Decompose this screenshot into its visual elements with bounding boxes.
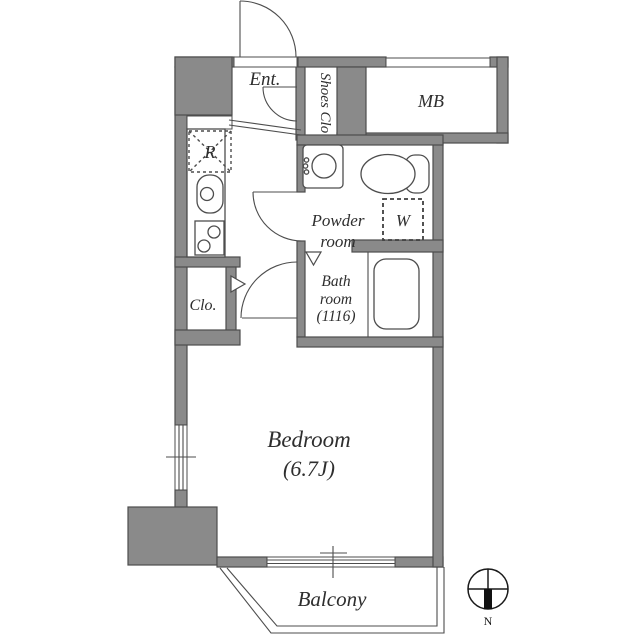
mb-top-opening	[385, 57, 491, 68]
wall-top-mid	[297, 56, 387, 68]
wall-powder-top	[296, 134, 444, 146]
label-bath-room-3: (1116)	[316, 308, 355, 325]
wall-right	[432, 142, 444, 568]
wall-closet-bottom	[174, 329, 241, 346]
wall-left-lower	[174, 489, 188, 509]
kitchen-counter-top	[186, 115, 233, 130]
bedroom-door	[240, 261, 298, 319]
window-left	[166, 424, 196, 491]
doors	[228, 0, 323, 319]
label-bath-room-1: Bath	[321, 273, 351, 290]
wall-shoescloset-mb	[336, 66, 367, 138]
washer-box	[382, 198, 424, 241]
wall-left-upper	[174, 66, 188, 426]
powder-room-door	[252, 191, 303, 242]
stove	[194, 220, 225, 256]
front-door-opening	[233, 56, 298, 68]
balcony-outline	[219, 567, 445, 634]
fixtures	[186, 128, 430, 337]
wall-mb-right	[496, 56, 509, 144]
front-door	[239, 0, 297, 58]
label-meter-box: MB	[417, 91, 444, 111]
toilet	[360, 153, 430, 195]
label-closet: Clo.	[189, 297, 216, 314]
room-labels: Ent. Shoes Clo MB R Powder room W Bath r…	[189, 69, 444, 611]
wall-pillar	[127, 506, 218, 566]
label-entrance: Ent.	[248, 69, 280, 90]
wall-bottom-left	[216, 556, 268, 568]
closet-door-marker	[230, 274, 247, 294]
label-powder-room-1: Powder	[311, 211, 365, 230]
label-shoes-closet: Shoes Clo	[317, 73, 333, 134]
entrance-hall-door	[262, 86, 298, 122]
compass-north-label: N	[484, 614, 493, 628]
kitchen-sink	[196, 174, 224, 214]
compass-icon: N	[467, 568, 509, 628]
label-balcony: Balcony	[298, 587, 367, 611]
openings	[166, 56, 491, 578]
wall-bath-west	[296, 240, 306, 338]
label-bedroom-1: Bedroom	[267, 427, 350, 452]
label-powder-room-2: room	[320, 232, 355, 251]
label-washer: W	[396, 211, 412, 230]
label-refrigerator: R	[204, 142, 216, 162]
wall-powder-bath	[351, 239, 444, 253]
sliding-door	[266, 546, 396, 578]
label-bedroom-2: (6.7J)	[283, 456, 335, 481]
bathtub	[373, 258, 420, 330]
wall-kitchen-top-block	[174, 56, 233, 116]
bath-door-marker	[304, 251, 323, 267]
entrance-step	[228, 119, 302, 136]
label-bath-room-2: room	[320, 291, 352, 308]
compass-north-needle	[484, 589, 492, 609]
wall-kitchen-bottom	[174, 256, 241, 268]
wall-bath-bottom	[296, 336, 444, 348]
refrigerator-box	[188, 130, 232, 173]
wash-basin	[302, 144, 344, 189]
